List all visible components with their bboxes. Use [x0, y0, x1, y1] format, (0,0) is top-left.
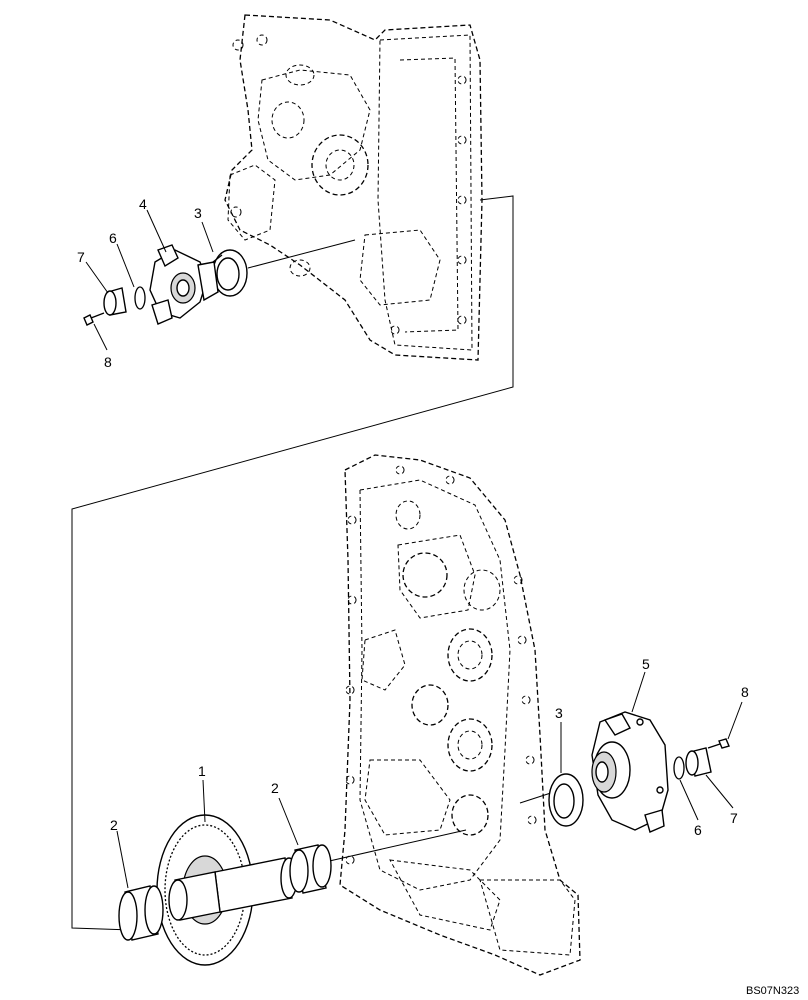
assembly-leader-frame	[71, 195, 561, 931]
lower-transmission-housing	[339, 454, 581, 976]
callout-1: 1	[198, 763, 206, 779]
callout-6: 6	[109, 230, 117, 246]
callout-7-bottom: 7	[730, 810, 738, 826]
yoke-flange	[149, 244, 219, 325]
o-ring-top	[134, 286, 146, 310]
callouts-top: 4 3 6 7 8	[77, 196, 214, 370]
cap-top	[103, 287, 127, 316]
callout-3: 3	[194, 205, 202, 221]
callout-7: 7	[77, 249, 85, 265]
gear-shaft	[156, 814, 298, 966]
cap-bottom	[685, 747, 712, 777]
callout-8-bottom: 8	[741, 684, 749, 700]
upper-transmission-housing	[224, 14, 483, 361]
bolt-bottom	[707, 738, 730, 749]
bearing-right	[289, 844, 332, 894]
callout-3-bottom: 3	[555, 705, 563, 721]
cover-flange	[591, 711, 669, 833]
o-ring-bottom	[673, 756, 685, 780]
drawing-reference-number: BS07N323	[746, 985, 799, 997]
seal-bottom	[548, 773, 584, 827]
bolt-top	[83, 312, 105, 326]
callout-2-left: 2	[110, 817, 118, 833]
callout-8: 8	[104, 354, 112, 370]
callout-4: 4	[139, 196, 147, 212]
callout-6-bottom: 6	[694, 822, 702, 838]
callout-5: 5	[642, 656, 650, 672]
callouts-bottom: 1 2 2 3 5 8 6 7	[110, 656, 749, 889]
callout-2-right: 2	[271, 780, 279, 796]
bearing-left	[118, 885, 164, 941]
